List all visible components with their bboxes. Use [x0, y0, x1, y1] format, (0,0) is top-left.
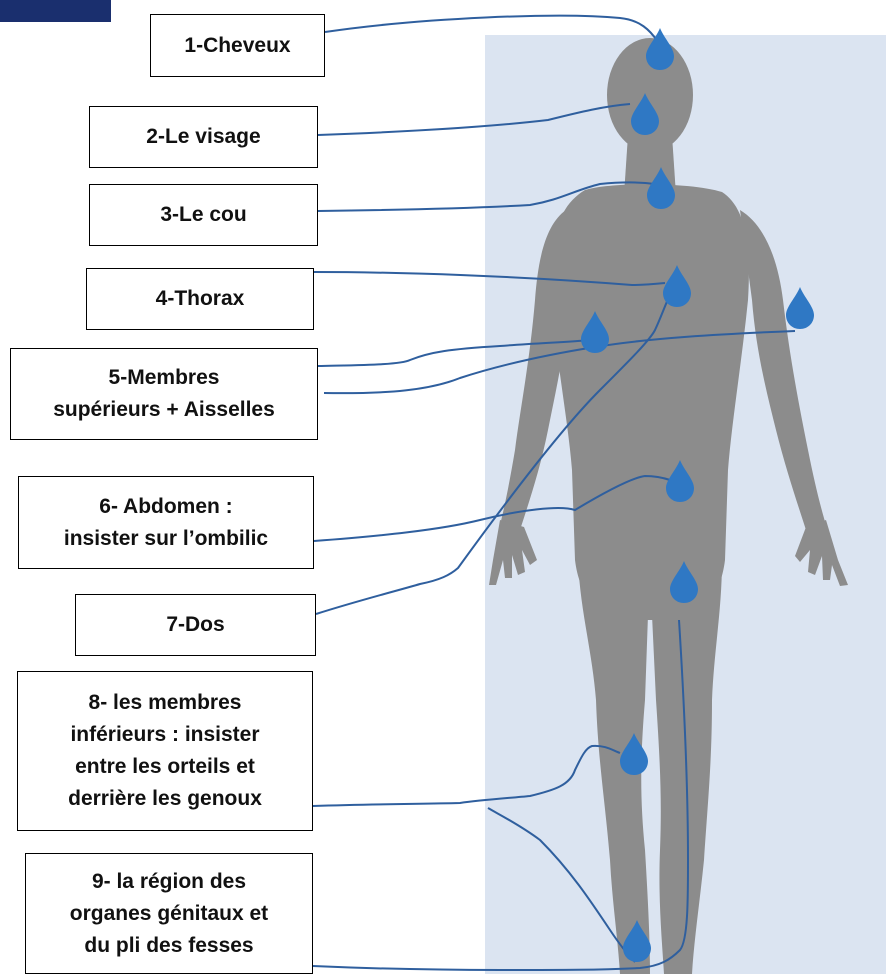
label-text: 3-Le cou	[160, 199, 246, 231]
label-cou: 3-Le cou	[89, 184, 318, 246]
label-membres-inferieurs: 8- les membres inférieurs : insister ent…	[17, 671, 313, 831]
label-text: 5-Membres supérieurs + Aisselles	[53, 362, 275, 426]
label-abdomen: 6- Abdomen : insister sur l’ombilic	[18, 476, 314, 569]
label-membres-superieurs: 5-Membres supérieurs + Aisselles	[10, 348, 318, 440]
label-text: 7-Dos	[166, 609, 224, 641]
label-thorax: 4-Thorax	[86, 268, 314, 330]
label-text: 2-Le visage	[146, 121, 260, 153]
label-text: 4-Thorax	[156, 283, 245, 315]
label-cheveux: 1-Cheveux	[150, 14, 325, 77]
label-visage: 2-Le visage	[89, 106, 318, 168]
silhouette-left-arm	[500, 210, 570, 530]
label-text: 8- les membres inférieurs : insister ent…	[68, 687, 262, 815]
silhouette-torso	[551, 184, 749, 620]
label-text: 1-Cheveux	[184, 30, 290, 62]
label-dos: 7-Dos	[75, 594, 316, 656]
line-cheveux	[325, 16, 658, 42]
silhouette-left-hand	[489, 520, 537, 585]
label-genitaux: 9- la région des organes génitaux et du …	[25, 853, 313, 974]
label-text: 6- Abdomen : insister sur l’ombilic	[64, 491, 268, 555]
water-drop-icon	[646, 28, 674, 70]
human-silhouette	[489, 38, 848, 974]
silhouette-right-hand	[795, 520, 848, 586]
line-membres-inf-1	[313, 746, 620, 806]
label-text: 9- la région des organes génitaux et du …	[70, 866, 268, 962]
water-drop-icon	[786, 287, 814, 329]
silhouette-right-arm	[740, 210, 826, 530]
line-visage	[318, 104, 630, 135]
